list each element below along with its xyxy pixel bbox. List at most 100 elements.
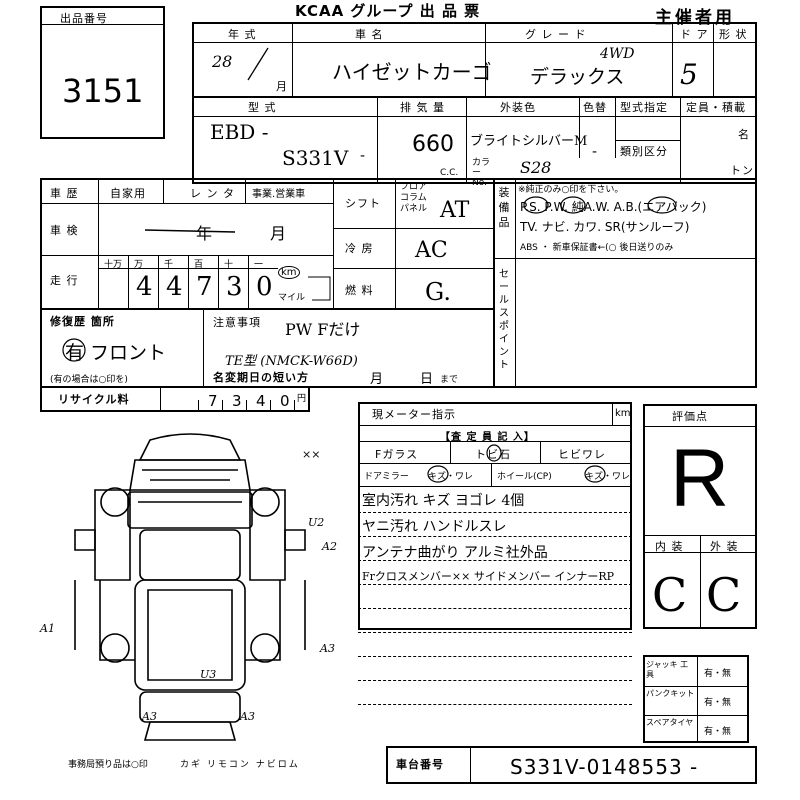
grade-note: 4WD <box>600 46 635 62</box>
inspection-label: 車 検 <box>50 224 79 237</box>
mirror-options[interactable]: キズ・ワレ <box>428 472 474 482</box>
recycle-label: リサイクル料 <box>58 393 130 406</box>
interior-label: 内 装 <box>655 540 684 553</box>
inspection-year: 年 <box>196 224 214 243</box>
sales-point-label: セールスポイント <box>499 269 509 371</box>
chassis-label: 車台番号 <box>396 758 444 771</box>
recycle-digit: 3 <box>232 392 243 410</box>
mileage-digit: 4 <box>166 272 183 302</box>
inspection-month: 月 <box>270 224 288 243</box>
exterior-label: 外 装 <box>710 540 739 553</box>
deadline-month: 月 <box>370 372 385 387</box>
tool-label: パンクキット <box>646 689 695 698</box>
year-value: 28 <box>212 52 233 71</box>
recycle-digit: 4 <box>256 392 267 410</box>
glass-label: Fガラス <box>375 448 419 461</box>
deadline-suffix: まで <box>440 375 459 385</box>
tool-label: スペアタイヤ <box>646 718 694 727</box>
mileage-label: 走 行 <box>50 274 79 287</box>
name-label: 車 名 <box>355 28 384 41</box>
capacity-unit-persons: 名 <box>738 128 750 141</box>
mileage-digit: 7 <box>196 272 213 302</box>
displacement-unit: C.C. <box>440 168 459 178</box>
vehicle-info-table <box>192 22 757 184</box>
history-business[interactable]: 事業.営業車 <box>252 189 306 200</box>
office-note: 事務局預り品は○印 <box>68 760 148 770</box>
history-rental[interactable]: レ ン タ <box>190 187 235 200</box>
exterior-value: C <box>706 568 742 622</box>
mileage-unit-label: 千 <box>164 260 174 270</box>
ac-value: AC <box>415 238 448 263</box>
damage-mark: A2 <box>321 540 337 553</box>
damage-mark: A1 <box>39 622 55 635</box>
shift-value: AT <box>440 198 470 223</box>
doors-label: ド ア <box>680 28 709 41</box>
repair-label: 修復歴 箇所 <box>50 315 115 328</box>
name-value: ハイゼットカーゴ <box>332 60 492 84</box>
lot-number-value: 3151 <box>62 72 144 110</box>
chip-label[interactable]: トビ石 <box>475 448 511 461</box>
type-label: 型 式 <box>248 101 277 114</box>
recycle-digit: 0 <box>280 392 291 410</box>
doors-value: 5 <box>680 58 698 91</box>
interior-value: C <box>652 568 688 622</box>
grade-value: デラックス <box>530 66 625 88</box>
category-label: 類別区分 <box>620 145 668 158</box>
tools-box <box>643 655 749 743</box>
grade-label: グ レ ー ド <box>525 28 587 41</box>
keys-note: カギ リモコン ナビロム <box>180 760 300 770</box>
inspector-comment: ヤニ汚れ ハンドルスレ <box>362 519 507 535</box>
equipment-line3[interactable]: ABS ・ 新車保証書←(○ 後日送りのみ <box>520 243 674 253</box>
damage-mark: A3 <box>319 642 335 655</box>
history-private[interactable]: 自家用 <box>110 187 146 200</box>
color-code-value: S28 <box>520 158 552 177</box>
fuel-label: 燃 料 <box>345 284 374 297</box>
damage-mark: U2 <box>308 516 324 529</box>
equipment-line2[interactable]: TV. ナビ. カワ. SR(サンルーフ) <box>520 220 690 234</box>
inspector-comment: アンテナ曲がり アルミ社外品 <box>362 545 548 561</box>
history-label: 車 歴 <box>50 187 79 200</box>
crack-label[interactable]: ヒビワレ <box>558 448 606 461</box>
ac-label: 冷 房 <box>345 242 374 255</box>
repair-value: 有 フロント <box>65 342 167 364</box>
evaluation-score: R <box>670 433 730 524</box>
color-code-label: カラー No. <box>472 158 491 188</box>
color-label: 外装色 <box>500 101 536 114</box>
inspector-section <box>358 402 632 630</box>
sheet-title: KCAA グループ 出 品 票 <box>295 2 481 20</box>
lot-number-label: 出品番号 <box>60 12 108 25</box>
notes-label: 注意事項 <box>213 316 261 329</box>
wheel-options[interactable]: キズ・ワレ <box>585 472 631 482</box>
lot-number-box <box>40 6 165 139</box>
mileage-digit: 0 <box>256 272 273 302</box>
color-value: ブライトシルバーM <box>470 134 588 149</box>
tool-label: ジャッキ 工 具 <box>646 660 689 679</box>
recycle-digit: 7 <box>208 392 219 410</box>
tool-value[interactable]: 有・無 <box>704 727 732 737</box>
equipment-note: ※純正のみ○印を下さい。 <box>518 185 624 195</box>
tool-value[interactable]: 有・無 <box>704 669 732 679</box>
type-designation-label: 型式指定 <box>620 101 668 114</box>
year-label: 年 式 <box>228 28 257 41</box>
capacity-label: 定員・積載 <box>686 101 746 114</box>
tool-value[interactable]: 有・無 <box>704 698 732 708</box>
vehicle-damage-diagram: ×× U2 A2 A1 A3 U3 A3 A3 <box>39 433 337 741</box>
capacity-unit-tons: トン <box>730 164 754 177</box>
mileage-unit-mile: マイル <box>278 293 306 303</box>
meter-label: 現メーター指示 <box>372 408 456 421</box>
notes-line1: PW Fだけ <box>285 320 361 339</box>
mileage-unit-label: 一 <box>254 260 264 270</box>
evaluation-label: 評価点 <box>672 410 708 423</box>
shift-options[interactable]: フロア コラム パネル <box>400 182 428 214</box>
type-prefix: EBD - <box>210 120 269 144</box>
deadline-label: 名変期日の短い方 <box>213 371 309 384</box>
equipment-line1[interactable]: P.S. P.W. 純A.W. A.B.(エアバック) <box>520 200 707 214</box>
recycle-fee-box <box>40 386 310 412</box>
mileage-unit-label: 十万 <box>104 260 123 270</box>
type-suffix: - <box>360 148 367 164</box>
damage-mark: A3 <box>239 710 255 723</box>
mileage-unit-label: 百 <box>194 260 204 270</box>
month-unit: 月 <box>276 80 288 93</box>
mileage-unit-km: km <box>278 266 300 279</box>
damage-mark: A3 <box>141 710 157 723</box>
